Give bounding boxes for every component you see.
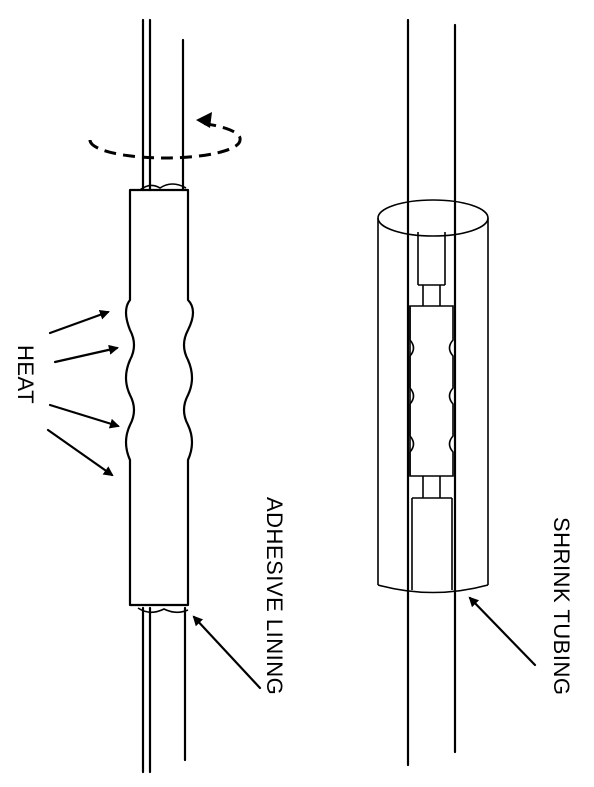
rotation-arrowhead-icon (196, 112, 212, 128)
shrink-tubing-cylinder (377, 199, 489, 594)
heat-arrow-icon (46, 428, 114, 477)
adhesive-bottom-edge (137, 607, 189, 614)
splice-joint (409, 232, 454, 590)
adhesive-lining-label: ADHESIVE LINING (262, 497, 287, 695)
crimp-connector (409, 305, 454, 477)
right-assembly (377, 18, 489, 767)
adhesive-lining-arrow-icon (192, 615, 262, 690)
heat-arrow-icon (53, 344, 119, 364)
adhesive-top-edge (139, 183, 187, 191)
heat-arrow-icon (48, 310, 110, 335)
heat-label: HEAT (13, 345, 38, 404)
left-upper-wire (141, 18, 185, 192)
left-assembly (88, 18, 242, 774)
rotation-arrow-icon (88, 121, 242, 160)
shrink-tubing-arrow-icon (468, 596, 537, 667)
heat-arrows (46, 310, 120, 477)
shrunk-tubing-body (124, 188, 195, 607)
heat-arrow-icon (48, 403, 120, 429)
left-lower-wire (141, 606, 187, 774)
shrink-tubing-label: SHRINK TUBING (549, 517, 574, 695)
